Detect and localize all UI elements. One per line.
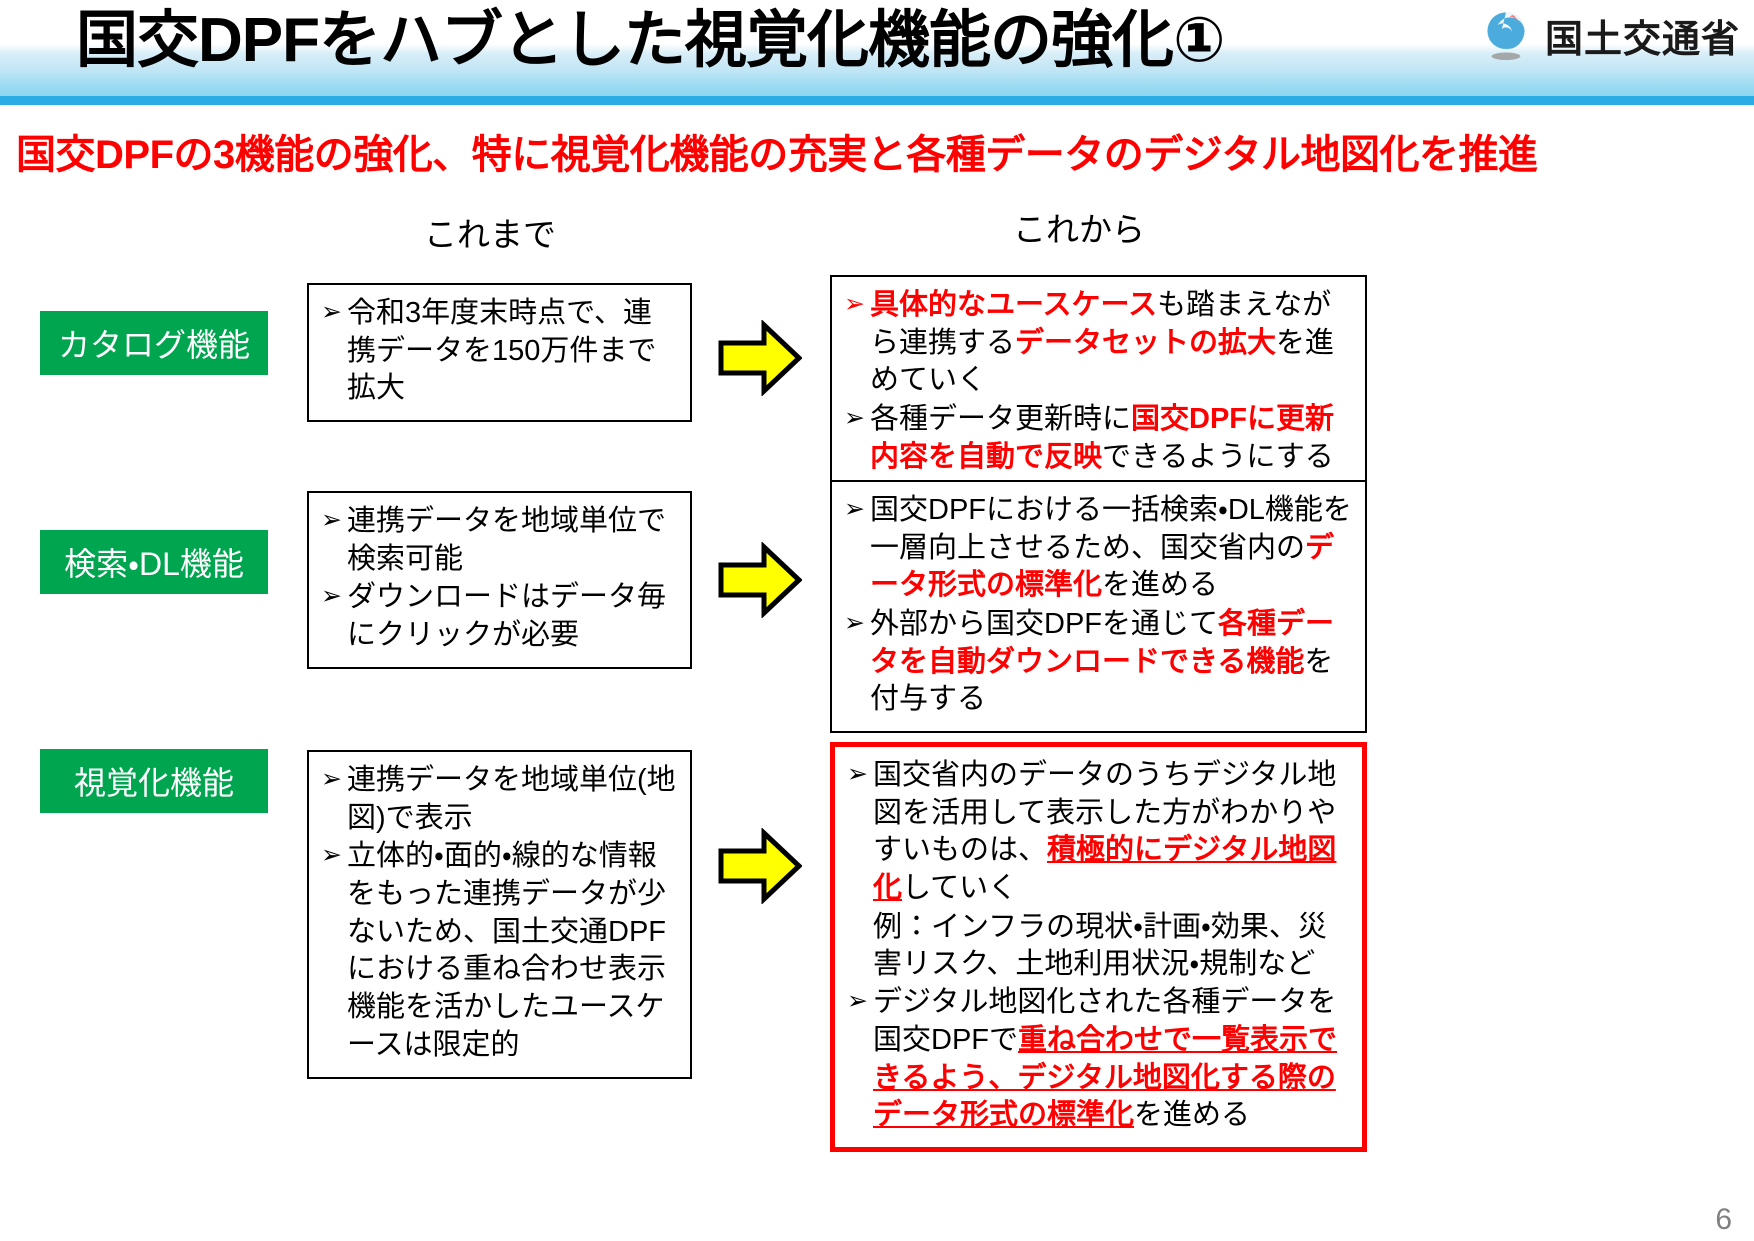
text-segment: 連携データを地域単位(地図)で表示 xyxy=(347,764,676,834)
before-panel-visualization: ➢連携データを地域単位(地図)で表示➢立体的・面的・線的な情報をもった連携データ… xyxy=(307,750,692,1079)
bullet-item: ➢各種データ更新時に国交DPFに更新内容を自動で反映できるようにする xyxy=(844,401,1353,476)
slide-header: 国交DPFをハブとした視覚化機能の強化① 国土交通省 xyxy=(0,0,1754,108)
function-tag-search-dl: 検索・DL機能 xyxy=(40,530,268,594)
text-segment: 国交DPFにおける一括検索・DL機能を一層向上させるため、国交省内の xyxy=(870,494,1352,564)
text-segment: 令和3年度末時点で、連携データを150万件まで拡大 xyxy=(347,297,657,405)
bullet-text: 立体的・面的・線的な情報をもった連携データが少ないため、国土交通DPFにおける重… xyxy=(347,838,678,1064)
page-title: 国交DPFをハブとした視覚化機能の強化① xyxy=(76,6,1225,75)
bullet-continuation-line: 例：インフラの現状・計画・効果、災害リスク、土地利用状況・規制など xyxy=(847,909,1350,984)
right-arrow-icon xyxy=(718,320,802,396)
text-segment: 具体的なユースケース xyxy=(870,289,1158,321)
function-tag-visualization: 視覚化機能 xyxy=(40,749,268,813)
slide-subtitle: 国交DPFの3機能の強化、特に視覚化機能の充実と各種データのデジタル地図化を推進 xyxy=(16,133,1538,177)
after-panel-search-dl: ➢国交DPFにおける一括検索・DL機能を一層向上させるため、国交省内のデータ形式… xyxy=(830,480,1367,734)
text-segment: 例：インフラの現状・計画・効果、災害リスク、土地利用状況・規制など xyxy=(873,910,1327,981)
bullet-item: ➢具体的なユースケースも踏まえながら連携するデータセットの拡大を進めていく xyxy=(844,287,1353,400)
bullet-text: 外部から国交DPFを通じて各種データを自動ダウンロードできる機能を付与する xyxy=(870,606,1353,719)
bullet-item: ➢外部から国交DPFを通じて各種データを自動ダウンロードできる機能を付与する xyxy=(844,606,1353,719)
bullet-item: ➢連携データを地域単位(地図)で表示 xyxy=(321,762,678,837)
bullet-arrow-icon: ➢ xyxy=(321,765,342,793)
bullet-text: 具体的なユースケースも踏まえながら連携するデータセットの拡大を進めていく xyxy=(870,287,1353,400)
before-bullet-list: ➢連携データを地域単位で検索可能➢ダウンロードはデータ毎にクリックが必要 xyxy=(321,503,678,655)
text-segment: 各種データを自動ダウンロードできる機能 xyxy=(870,608,1335,678)
text-segment: を進めていく xyxy=(870,326,1335,397)
bullet-text: 連携データを地域単位で検索可能 xyxy=(347,503,678,578)
bullet-arrow-icon: ➢ xyxy=(847,987,868,1016)
text-segment: できるようにする xyxy=(1102,440,1334,473)
text-segment: 積極的にデジタル地図化 xyxy=(873,834,1337,905)
after-bullet-list: ➢国交DPFにおける一括検索・DL機能を一層向上させるため、国交省内のデータ形式… xyxy=(844,492,1353,719)
bullet-text: 国交DPFにおける一括検索・DL機能を一層向上させるため、国交省内のデータ形式の… xyxy=(870,492,1353,605)
text-segment: 外部から国交DPFを通じて xyxy=(870,608,1219,641)
bullet-item: ➢令和3年度末時点で、連携データを150万件まで拡大 xyxy=(321,295,678,408)
bullet-arrow-icon: ➢ xyxy=(321,506,342,534)
text-segment: 国交省内のデータのうちデジタル地図を活用して表示した方がわかりやすいものは、 xyxy=(873,759,1337,867)
bullet-text: ダウンロードはデータ毎にクリックが必要 xyxy=(347,579,678,654)
text-segment: を進める xyxy=(1102,569,1219,602)
column-header-after: これから xyxy=(1013,211,1145,248)
before-panel-catalog: ➢令和3年度末時点で、連携データを150万件まで拡大 xyxy=(307,283,692,423)
ministry-name: 国土交通省 xyxy=(1544,19,1740,61)
text-segment: も踏まえながら連携する xyxy=(870,289,1332,359)
before-bullet-list: ➢令和3年度末時点で、連携データを150万件まで拡大 xyxy=(321,295,678,408)
column-header-before: これまで xyxy=(424,216,556,253)
bullet-arrow-icon: ➢ xyxy=(321,582,342,611)
bullet-arrow-icon: ➢ xyxy=(321,841,342,870)
before-panel-search-dl: ➢連携データを地域単位で検索可能➢ダウンロードはデータ毎にクリックが必要 xyxy=(307,491,692,669)
bullet-text: 連携データを地域単位(地図)で表示 xyxy=(347,762,678,837)
bullet-arrow-icon: ➢ xyxy=(844,495,865,523)
before-bullet-list: ➢連携データを地域単位(地図)で表示➢立体的・面的・線的な情報をもった連携データ… xyxy=(321,762,678,1065)
text-segment: デジタル地図化された各種データを国交DPFで xyxy=(873,986,1337,1056)
bullet-text: 各種データ更新時に国交DPFに更新内容を自動で反映できるようにする xyxy=(870,401,1353,476)
text-segment: 国交DPFに更新内容を自動で反映 xyxy=(870,403,1335,473)
bullet-item: ➢ダウンロードはデータ毎にクリックが必要 xyxy=(321,579,678,654)
bullet-text: デジタル地図化された各種データを国交DPFで重ね合わせで一覧表示できるよう、デジ… xyxy=(873,984,1350,1135)
bullet-item: ➢国交省内のデータのうちデジタル地図を活用して表示した方がわかりやすいものは、積… xyxy=(847,757,1350,908)
function-tag-catalog: カタログ機能 xyxy=(40,311,268,375)
text-segment: を付与する xyxy=(870,645,1334,716)
text-segment: データセットの拡大 xyxy=(1015,326,1277,359)
text-segment: していく xyxy=(902,872,1018,905)
text-segment: ダウンロードはデータ毎にクリックが必要 xyxy=(347,581,667,652)
bullet-arrow-icon: ➢ xyxy=(844,290,865,318)
text-segment: 立体的・面的・線的な情報をもった連携データが少ないため、国土交通DPFにおける重… xyxy=(347,840,667,1061)
ministry-logo: 国土交通省 xyxy=(1479,8,1740,63)
text-segment: データ形式の標準化 xyxy=(870,531,1335,602)
text-segment: 重ね合わせで一覧表示できるよう、デジタル地図化する際のデータ形式の標準化 xyxy=(873,1023,1338,1132)
bullet-item: ➢デジタル地図化された各種データを国交DPFで重ね合わせで一覧表示できるよう、デ… xyxy=(847,984,1350,1135)
bullet-text: 令和3年度末時点で、連携データを150万件まで拡大 xyxy=(347,295,678,408)
bullet-item: ➢立体的・面的・線的な情報をもった連携データが少ないため、国土交通DPFにおける… xyxy=(321,838,678,1064)
bullet-item: ➢国交DPFにおける一括検索・DL機能を一層向上させるため、国交省内のデータ形式… xyxy=(844,492,1353,605)
header-accent-rule xyxy=(0,96,1754,105)
ministry-swirl-logo-icon xyxy=(1487,11,1525,60)
bullet-arrow-icon: ➢ xyxy=(321,298,342,326)
bullet-arrow-icon: ➢ xyxy=(844,404,865,433)
after-panel-visualization: ➢国交省内のデータのうちデジタル地図を活用して表示した方がわかりやすいものは、積… xyxy=(830,742,1367,1152)
bullet-arrow-icon: ➢ xyxy=(847,760,868,788)
after-bullet-list: ➢具体的なユースケースも踏まえながら連携するデータセットの拡大を進めていく➢各種… xyxy=(844,287,1353,476)
text-segment: 各種データ更新時に xyxy=(870,403,1132,436)
after-panel-catalog: ➢具体的なユースケースも踏まえながら連携するデータセットの拡大を進めていく➢各種… xyxy=(830,275,1367,491)
text-segment: を進める xyxy=(1134,1099,1251,1132)
text-segment: 連携データを地域単位で検索可能 xyxy=(347,505,667,575)
page-number: 6 xyxy=(1715,1203,1732,1236)
bullet-item: ➢連携データを地域単位で検索可能 xyxy=(321,503,678,578)
bullet-arrow-icon: ➢ xyxy=(844,609,865,638)
bullet-text: 国交省内のデータのうちデジタル地図を活用して表示した方がわかりやすいものは、積極… xyxy=(873,757,1350,908)
after-bullet-list: ➢国交省内のデータのうちデジタル地図を活用して表示した方がわかりやすいものは、積… xyxy=(847,757,1350,1135)
right-arrow-icon xyxy=(718,542,802,618)
header-gradient-band xyxy=(0,44,1754,96)
right-arrow-icon xyxy=(718,828,802,904)
